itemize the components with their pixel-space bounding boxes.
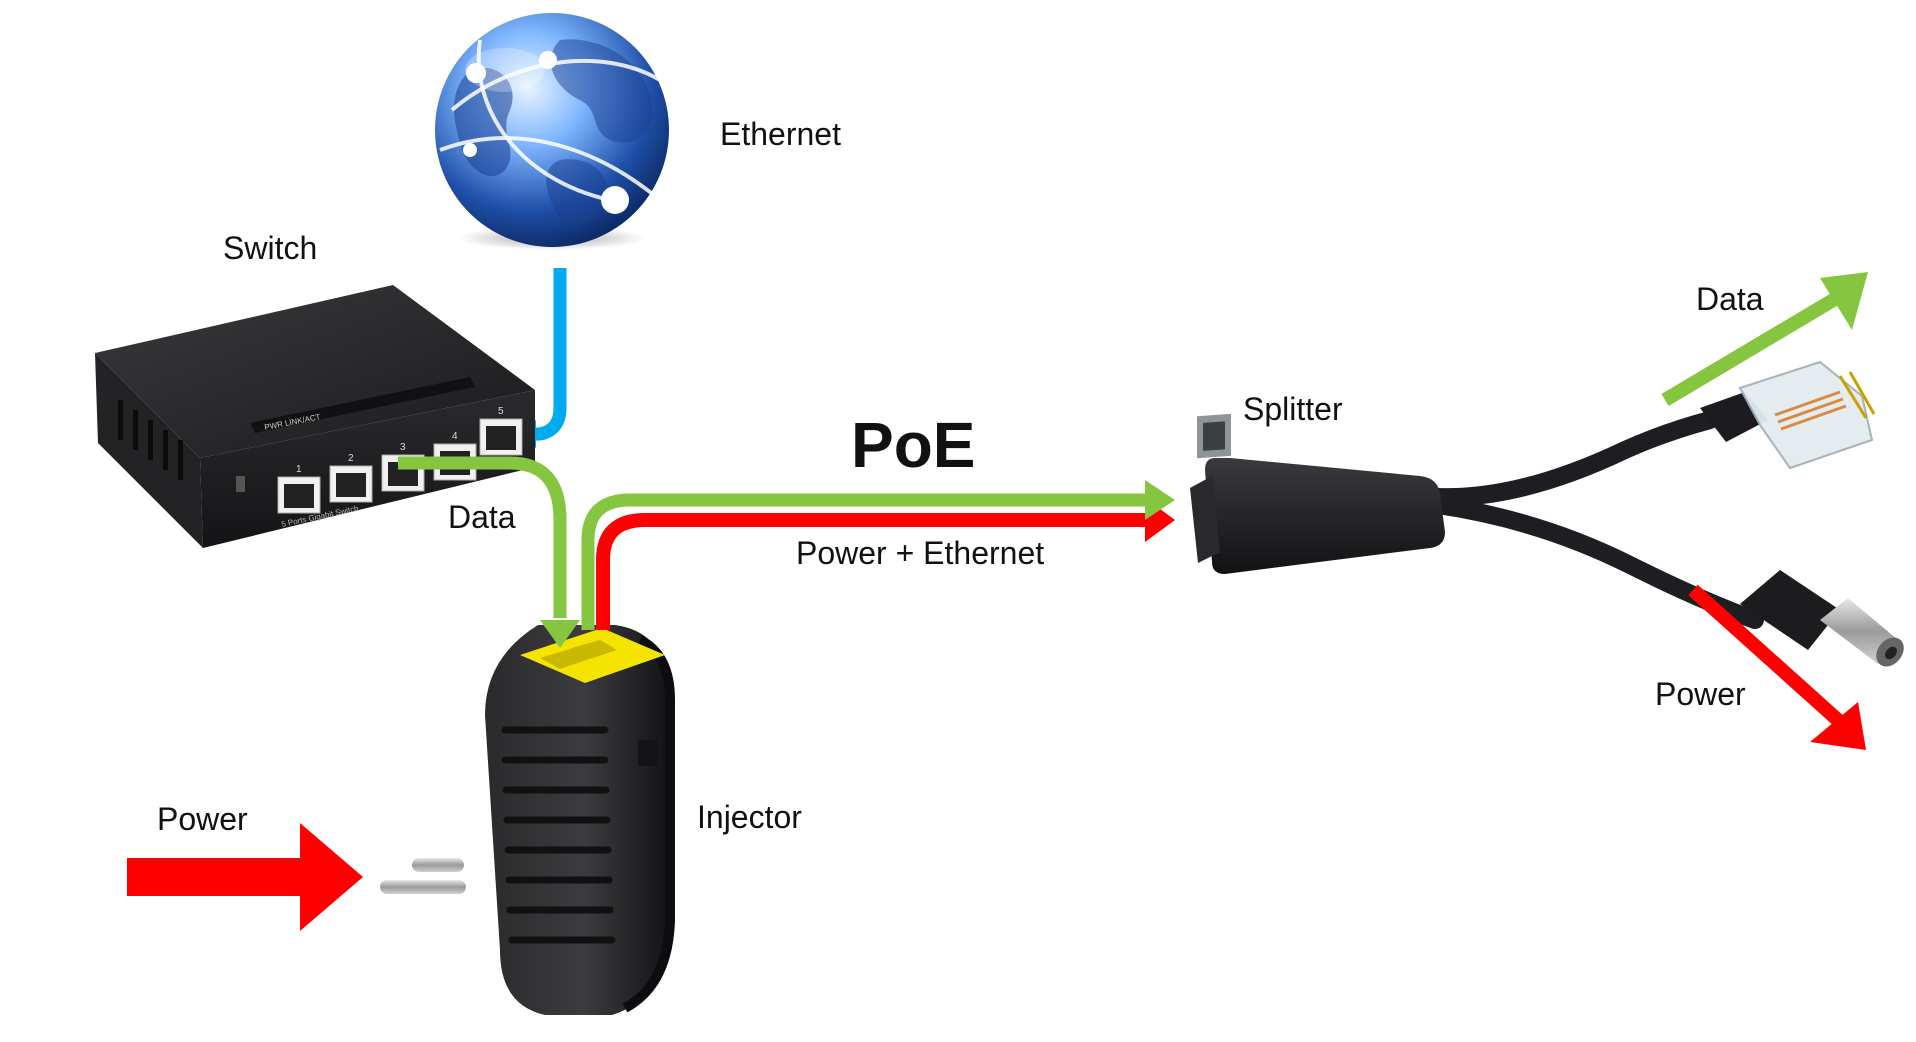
switch-port <box>329 465 373 503</box>
port-number-5: 5 <box>498 406 504 417</box>
port-number-1: 1 <box>296 464 302 475</box>
power-in-arrow <box>127 823 363 931</box>
ethernet-label: Ethernet <box>720 116 841 152</box>
data-cable-switch-injector <box>398 456 580 648</box>
power-out-arrow <box>1688 584 1866 750</box>
dc-power-plug-icon <box>1740 570 1904 667</box>
poe-cable <box>581 480 1175 630</box>
data-out-label: Data <box>1696 281 1764 317</box>
switch-port <box>479 418 523 456</box>
switch-data-label: Data <box>448 499 516 535</box>
globe-icon <box>435 13 669 250</box>
port-number-4: 4 <box>452 431 458 442</box>
switch-power-button <box>236 476 245 492</box>
port-number-2: 2 <box>348 453 354 464</box>
switch-port <box>277 476 321 514</box>
data-out-arrow <box>1661 272 1868 407</box>
power-out-label: Power <box>1655 676 1746 712</box>
injector-label: Injector <box>697 799 802 835</box>
switch-label: Switch <box>223 230 318 266</box>
rj45-plug-icon <box>1700 360 1876 470</box>
poe-injector <box>380 625 675 1015</box>
port-number-3: 3 <box>400 442 406 453</box>
power-ethernet-label: Power + Ethernet <box>796 535 1045 571</box>
power-in-label: Power <box>157 801 248 837</box>
diagram-title: PoE <box>851 409 976 481</box>
poe-splitter <box>1190 411 1764 629</box>
splitter-label: Splitter <box>1243 391 1343 427</box>
